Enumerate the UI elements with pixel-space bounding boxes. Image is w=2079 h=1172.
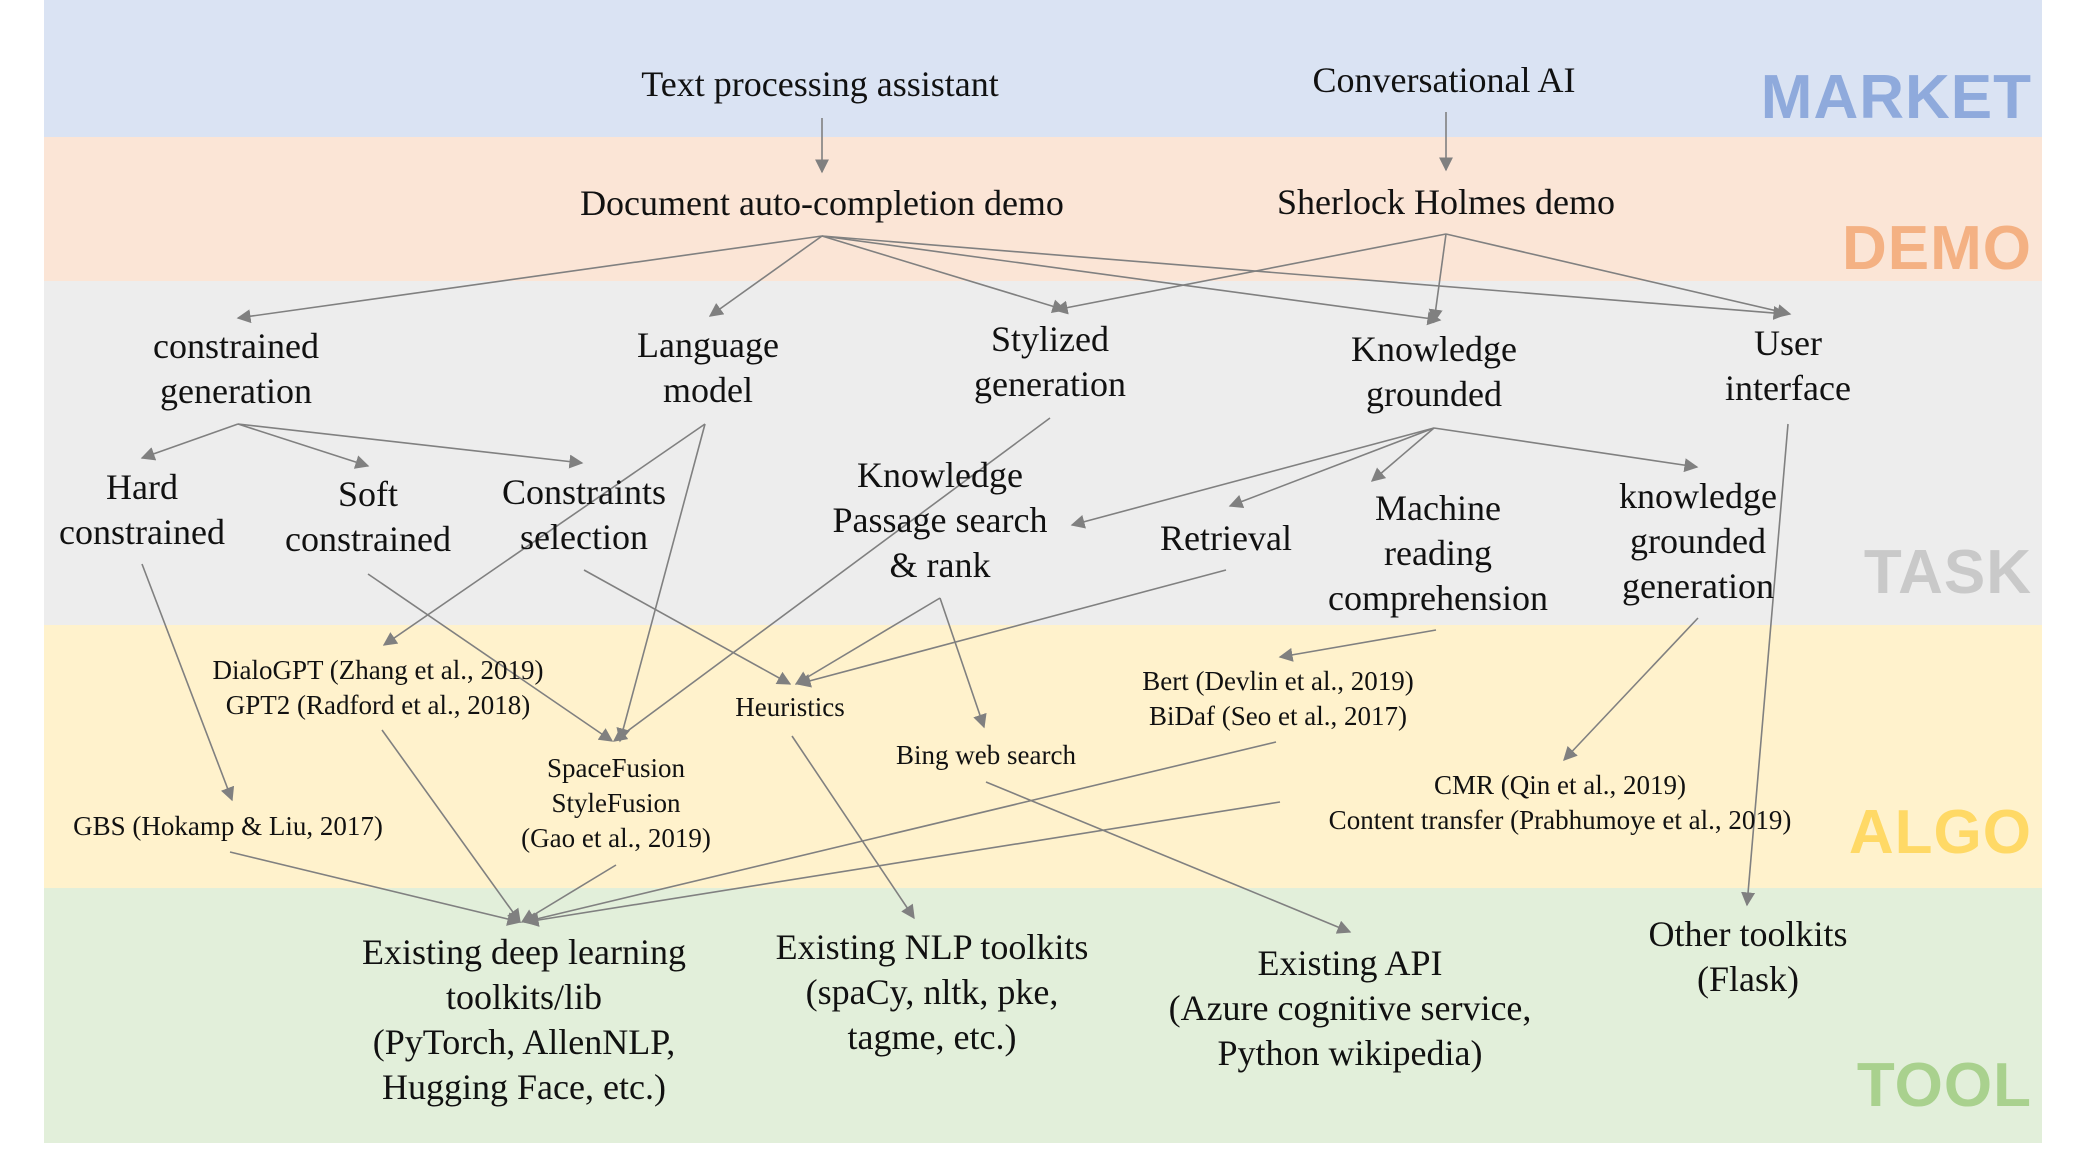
arrow-sherlock-to-knowledge-grounded <box>1428 233 1447 324</box>
arrow-passage-to-heuristics <box>794 597 941 685</box>
arrow-doc-to-stylized <box>821 235 1067 314</box>
arrow-passage-to-bing <box>939 597 987 729</box>
arrow-doc-to-language-model <box>708 235 823 317</box>
arrow-constrained-to-constraints-selection <box>237 423 584 469</box>
arrow-bing-to-existing-api <box>985 781 1352 934</box>
market-text-processing-assistant: Text processing assistant <box>641 64 999 104</box>
demo-document-auto-completion: Document auto-completion demo <box>580 183 1064 223</box>
demo-layer-label: DEMO <box>1842 214 2032 283</box>
arrow-sherlock-to-stylized <box>1053 233 1447 315</box>
arrow-doc-to-constrained <box>236 235 823 324</box>
arrow-spacefusion-to-dl-toolkits <box>520 864 617 923</box>
algo-bing-web-search: Bing web search <box>896 740 1076 770</box>
arrow-gbs-to-dl-toolkits <box>229 851 522 926</box>
arrow-constrained-to-soft <box>237 423 370 469</box>
arrow-dialogpt-to-dl-toolkits <box>381 729 521 924</box>
market-layer: MARKET <box>44 0 2042 137</box>
arrow-bert-to-dl-toolkits <box>522 741 1277 926</box>
arrow-knowledge-to-passage <box>1070 427 1435 529</box>
arrow-sherlock-to-user-interface <box>1445 233 1792 318</box>
arrow-mrc-to-bert <box>1278 629 1437 662</box>
market-layer-label: MARKET <box>1760 63 2032 132</box>
arrow-constraints-selection-to-heuristics <box>583 569 792 685</box>
arrow-cmr-to-dl-toolkits <box>524 801 1281 927</box>
task-retrieval: Retrieval <box>1160 518 1292 558</box>
tool-layer-label: TOOL <box>1856 1051 2032 1120</box>
arrow-hard-to-gbs <box>141 563 235 802</box>
task-layer: TASK <box>44 281 2042 625</box>
algo-layer: ALGO <box>44 625 2042 888</box>
task-layer-label: TASK <box>1863 538 2032 607</box>
arrow-language-model-to-spacefusion <box>616 423 706 743</box>
arrow-doc-to-knowledge-grounded <box>821 235 1442 326</box>
algo-heuristics: Heuristics <box>735 692 845 722</box>
arrow-user-interface-to-other-toolkits <box>1741 423 1789 907</box>
tool-nlp-toolkits: Existing NLP toolkits(spaCy, nltk, pke,t… <box>775 927 1089 1057</box>
algo-cmr-content-transfer: CMR (Qin et al., 2019)Content transfer (… <box>1328 770 1792 835</box>
arrow-language-model-to-dialogpt <box>382 423 706 646</box>
arrow-soft-to-spacefusion <box>367 573 614 742</box>
arrow-doc-to-user-interface <box>821 235 1788 320</box>
tool-layer: TOOL <box>44 888 2042 1143</box>
demo-sherlock-holmes: Sherlock Holmes demo <box>1277 182 1615 222</box>
arrow-knowledge-to-kg-generation <box>1433 427 1699 473</box>
arrow-stylized-to-spacefusion <box>612 417 1051 742</box>
tool-existing-api: Existing API(Azure cognitive service,Pyt… <box>1168 943 1532 1073</box>
tool-other-toolkits: Other toolkits(Flask) <box>1648 914 1848 999</box>
arrow-retrieval-to-heuristics <box>796 569 1227 688</box>
market-conversational-ai: Conversational AI <box>1312 60 1576 100</box>
demo-layer: DEMO <box>44 137 2042 283</box>
algo-bert-bidaf: Bert (Devlin et al., 2019)BiDaf (Seo et … <box>1142 666 1414 731</box>
algo-gbs: GBS (Hokamp & Liu, 2017) <box>73 811 383 841</box>
arrow-kg-generation-to-cmr <box>1563 617 1699 762</box>
arrow-knowledge-to-retrieval <box>1228 427 1435 509</box>
arrow-knowledge-to-mrc <box>1370 427 1435 482</box>
algo-dialogpt-gpt2: DialoGPT (Zhang et al., 2019)GPT2 (Radfo… <box>212 655 544 720</box>
arrow-heuristics-to-nlp-toolkits <box>791 735 915 920</box>
arrow-constrained-to-hard <box>140 423 239 461</box>
algo-layer-label: ALGO <box>1848 798 2032 867</box>
